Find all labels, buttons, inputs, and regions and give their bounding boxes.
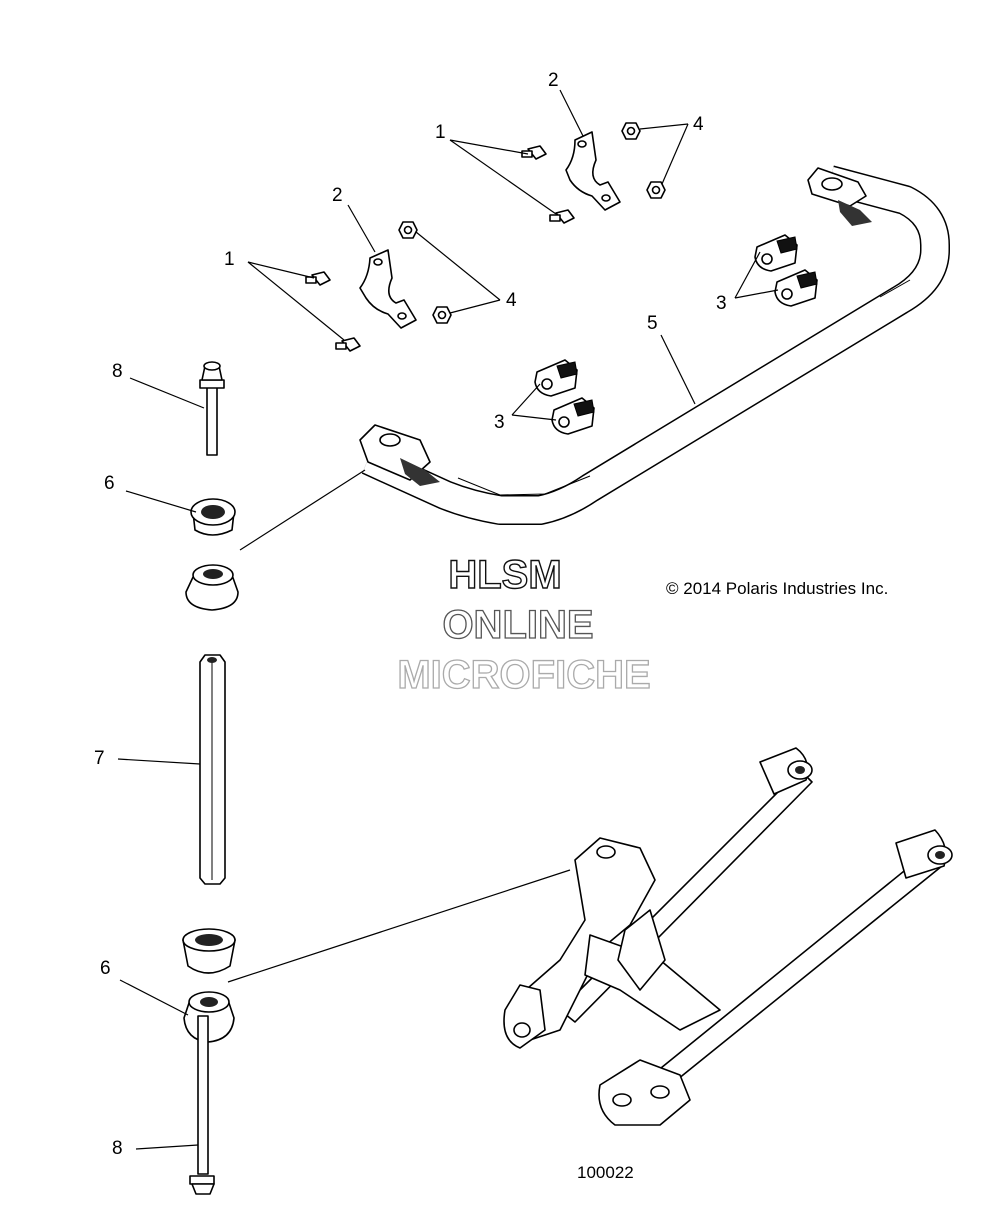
- diagram-number: 100022: [577, 1163, 634, 1182]
- callout-8-upper: 8: [112, 361, 123, 382]
- bolt-8-bottom: [189, 1015, 215, 1195]
- callout-6-lower: 6: [100, 958, 111, 979]
- leader-lines: [117, 89, 779, 1150]
- bushings-3: [534, 234, 818, 435]
- watermark-line1: HLSM: [448, 553, 561, 597]
- copyright-text: © 2014 Polaris Industries Inc.: [666, 579, 888, 598]
- callout-5: 5: [647, 313, 658, 334]
- callout-1-upper: 1: [435, 122, 446, 143]
- stabilizer-bar: [359, 165, 950, 525]
- watermark-line3: MICROFICHE: [397, 653, 650, 697]
- bolts-1: [305, 145, 575, 352]
- callout-1-lower: 1: [224, 249, 235, 270]
- callout-6-upper: 6: [104, 473, 115, 494]
- spacer-7: [199, 654, 226, 885]
- control-arm-assembly: [503, 747, 953, 1126]
- callout-labels: 1 1 2 2 3 3 4 4 5 6 6 7 8 8: [94, 70, 727, 1159]
- callout-2-lower: 2: [332, 185, 343, 206]
- bracket-lower: [359, 249, 417, 329]
- nuts-4: [398, 122, 666, 324]
- callout-4-lower: 4: [506, 290, 517, 311]
- bolt-8-top: [199, 361, 225, 456]
- bracket-upper: [565, 131, 621, 211]
- callout-4-upper: 4: [693, 114, 704, 135]
- callout-2-upper: 2: [548, 70, 559, 91]
- callout-7: 7: [94, 748, 105, 769]
- callout-3-left: 3: [494, 412, 505, 433]
- grommet-6-bottom: [182, 928, 236, 1043]
- watermark-line2: ONLINE: [442, 603, 593, 647]
- watermark: HLSM ONLINE MICROFICHE: [397, 552, 652, 697]
- grommet-6-top: [185, 498, 239, 611]
- callout-3-right: 3: [716, 293, 727, 314]
- callout-8-lower: 8: [112, 1138, 123, 1159]
